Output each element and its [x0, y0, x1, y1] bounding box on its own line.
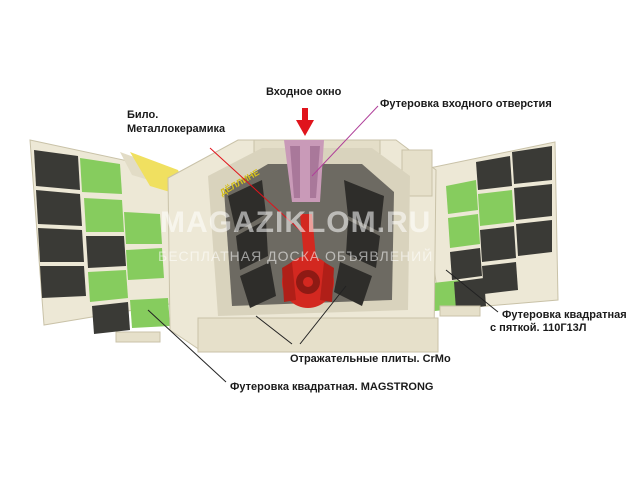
inlet-arrow: [296, 108, 314, 136]
watermark-site: MAGAZIKLOM.RU: [160, 206, 432, 239]
magstrong-block: [38, 228, 84, 262]
magstrong-block: [86, 236, 126, 268]
magstrong-block: [34, 150, 80, 190]
heel-lining-leader: [445, 269, 499, 313]
green-block: [130, 298, 170, 328]
green-block: [80, 158, 122, 194]
blow-bar-leader: [209, 147, 303, 233]
leader-lines: [147, 105, 499, 383]
label-blow-bar-line1: Било.: [127, 109, 159, 121]
green-block: [84, 198, 124, 232]
magstrong-block: [40, 266, 86, 298]
green-block: [126, 248, 164, 280]
label-impact-plates: Отражательные плиты. CrMo: [290, 353, 451, 365]
feet: [115, 305, 481, 343]
inlet-lining-leader: [311, 105, 379, 177]
green-block: [88, 270, 128, 302]
green-block: [124, 212, 162, 244]
impact-plates-leader-1: [255, 315, 293, 345]
watermark-tagline: БЕСПЛАТНАЯ ДОСКА ОБЪЯВЛЕНИЙ: [158, 248, 434, 264]
right-lining-blocks: [424, 146, 552, 312]
inlet-lining: [284, 140, 324, 202]
label-heel-lining-line2: с пяткой. 110Г13Л: [490, 322, 587, 334]
label-inlet-lining: Футеровка входного отверстия: [380, 98, 552, 110]
label-blow-bar-line2: Металлокерамика: [127, 123, 226, 135]
magstrong-block: [36, 190, 82, 226]
label-heel-lining-line1: Футеровка квадратная: [502, 309, 627, 321]
label-magstrong-lining: Футеровка квадратная. MAGSTRONG: [230, 381, 434, 393]
magstrong-block: [92, 302, 130, 334]
impact-plates: [228, 180, 384, 308]
label-inlet: Входное окно: [266, 86, 342, 98]
magstrong-leader: [147, 309, 227, 383]
impact-plates-leader-2: [299, 285, 347, 345]
blow-bar: [300, 214, 316, 258]
rotor: [282, 214, 334, 308]
